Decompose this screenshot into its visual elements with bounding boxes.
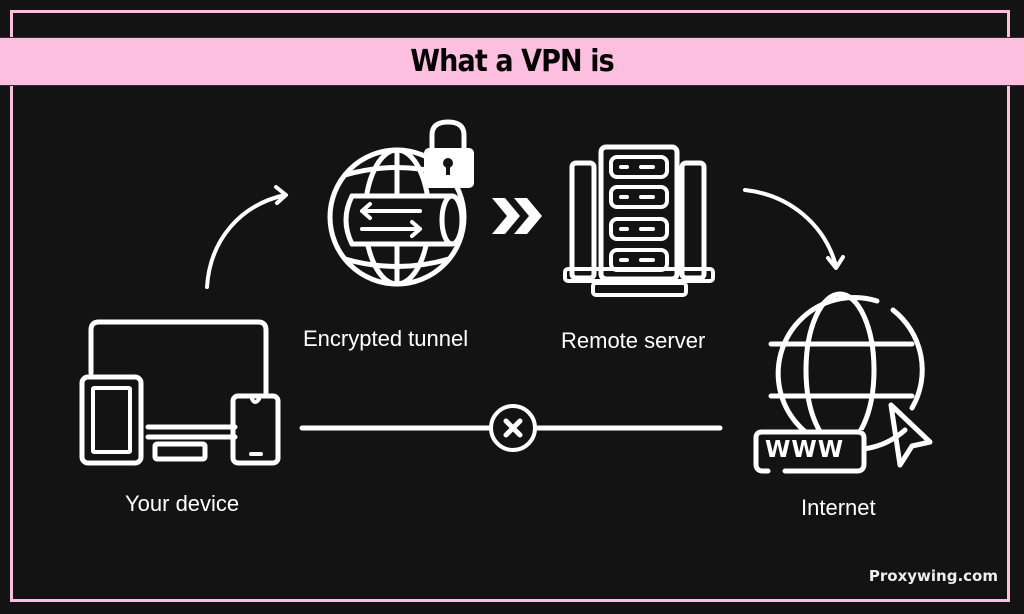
blocked-x-icon — [489, 404, 537, 452]
page-title: What a VPN is — [410, 44, 614, 79]
curved-arrow-down-icon — [743, 188, 845, 270]
devices-icon — [79, 319, 281, 466]
tunnel-label: Encrypted tunnel — [303, 326, 469, 351]
double-chevron-right-icon — [492, 198, 542, 234]
server-icon — [563, 144, 715, 297]
watermark: Proxywing.com — [868, 567, 998, 585]
globe-tunnel-lock-icon — [327, 119, 474, 287]
server-label: Remote server — [561, 328, 706, 353]
globe-www-cursor-icon — [752, 291, 933, 474]
www-text: WWW — [765, 437, 845, 463]
internet-label: Internet — [801, 495, 876, 520]
curved-arrow-up-icon — [205, 185, 288, 289]
title-bar: What a VPN is — [0, 37, 1024, 86]
blocked-connection — [299, 404, 723, 452]
device-label: Your device — [125, 491, 240, 516]
pink-frame — [10, 10, 1010, 602]
